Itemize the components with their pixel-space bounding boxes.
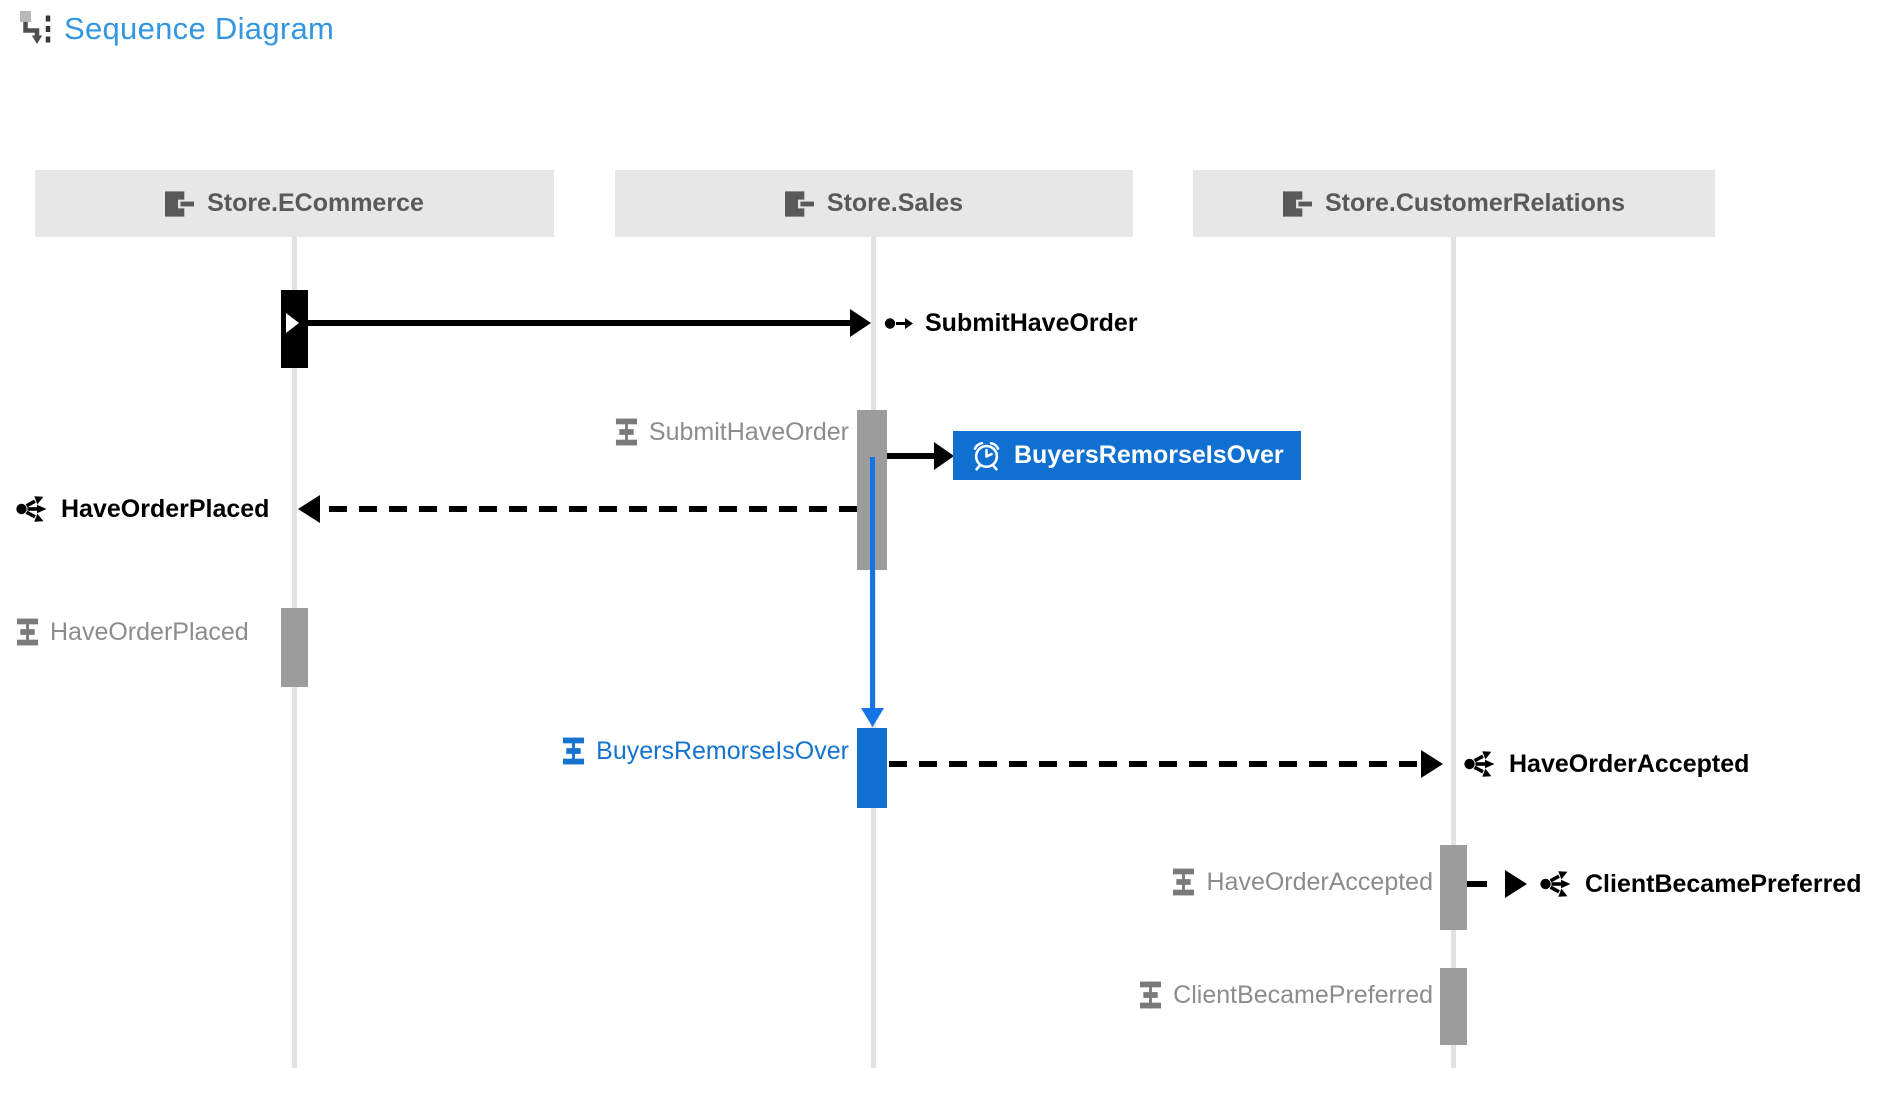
timeout-message-buyers-remorse-selected[interactable]: BuyersRemorseIsOver [953,431,1301,480]
page-title-text: Sequence Diagram [64,11,335,46]
endpoint-icon [785,191,814,217]
endpoint-header-store-customerrelations[interactable]: Store.CustomerRelations [1193,170,1715,237]
alarm-clock-icon [970,439,1003,472]
endpoint-icon [1283,191,1312,217]
activation-bar-start [281,290,308,368]
handler-text: BuyersRemorseIsOver [596,736,849,765]
event-text: HaveOrderPlaced [61,494,270,523]
handler-label-have-order-accepted[interactable]: HaveOrderAccepted [1172,862,1433,902]
handler-icon [1139,981,1162,1009]
event-text: ClientBecamePreferred [1585,869,1862,898]
message-text: SubmitHaveOrder [925,308,1138,337]
endpoint-header-store-sales[interactable]: Store.Sales [615,170,1133,237]
event-text: HaveOrderAccepted [1509,749,1750,778]
arrow-submit-have-order [306,309,871,337]
page-title: Sequence Diagram [18,10,334,48]
event-publish-icon [1464,750,1498,778]
endpoint-name: Store.CustomerRelations [1324,189,1626,217]
start-message-icon [286,313,299,333]
handler-icon [562,737,585,765]
arrow-have-order-placed [298,495,857,523]
endpoint-name: Store.Sales [826,189,964,217]
handler-label-submit-have-order[interactable]: SubmitHaveOrder [615,412,849,452]
activation-bar-have-order-accepted [1440,845,1467,930]
handler-text: HaveOrderAccepted [1206,867,1433,896]
handler-label-buyers-remorse[interactable]: BuyersRemorseIsOver [562,731,849,771]
lifeline-store-sales [871,237,876,1068]
event-label-client-became-preferred[interactable]: ClientBecamePreferred [1540,864,1862,904]
activation-bar-buyers-remorse [857,728,887,808]
handler-label-client-became-preferred[interactable]: ClientBecamePreferred [1139,975,1433,1015]
event-publish-icon [1540,870,1574,898]
handler-icon [615,418,638,446]
arrow-client-became-preferred [1467,870,1527,898]
event-publish-icon [16,495,50,523]
activation-bar-have-order-placed [281,608,308,687]
handler-label-have-order-placed[interactable]: HaveOrderPlaced [16,612,249,652]
event-label-have-order-placed[interactable]: HaveOrderPlaced [16,489,269,529]
endpoint-icon [165,191,194,217]
command-message-icon [884,316,914,331]
lifeline-store-customerrelations [1451,237,1456,1068]
arrow-timeout-request [887,442,954,470]
timeout-text: BuyersRemorseIsOver [1014,441,1284,469]
handler-icon [16,618,39,646]
endpoint-header-store-ecommerce[interactable]: Store.ECommerce [35,170,554,237]
endpoint-name: Store.ECommerce [207,189,424,217]
handler-text: HaveOrderPlaced [50,617,249,646]
activation-bar-submit-have-order [857,410,887,570]
sequence-diagram-icon [18,10,54,48]
handler-text: ClientBecamePreferred [1173,980,1433,1009]
activation-bar-client-became-preferred [1440,968,1467,1045]
event-label-have-order-accepted[interactable]: HaveOrderAccepted [1464,744,1749,784]
handler-icon [1172,868,1195,896]
arrow-have-order-accepted [889,750,1443,778]
handler-text: SubmitHaveOrder [648,417,849,446]
message-label-submit-have-order[interactable]: SubmitHaveOrder [884,303,1138,343]
